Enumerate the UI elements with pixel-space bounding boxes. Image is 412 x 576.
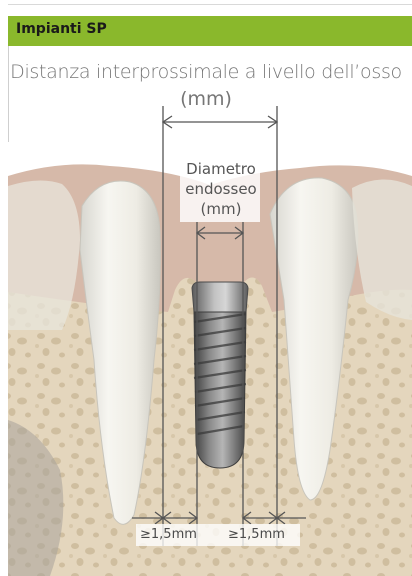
- header-title: Impianti SP: [16, 21, 107, 37]
- endosseous-diameter-label: Diametro: [150, 160, 292, 178]
- min-distance-right-label: ≥1,5mm: [228, 527, 285, 542]
- endosseous-unit-label: (mm): [150, 200, 292, 218]
- interproximal-unit-label: (mm): [0, 88, 412, 110]
- endosseous-diameter-label-2: endosseo: [150, 180, 292, 198]
- min-distance-left-label: ≥1,5mm: [140, 527, 197, 542]
- dental-implant: [192, 282, 248, 468]
- interproximal-distance-label: Distanza interprossimale a livello dell’…: [0, 61, 412, 83]
